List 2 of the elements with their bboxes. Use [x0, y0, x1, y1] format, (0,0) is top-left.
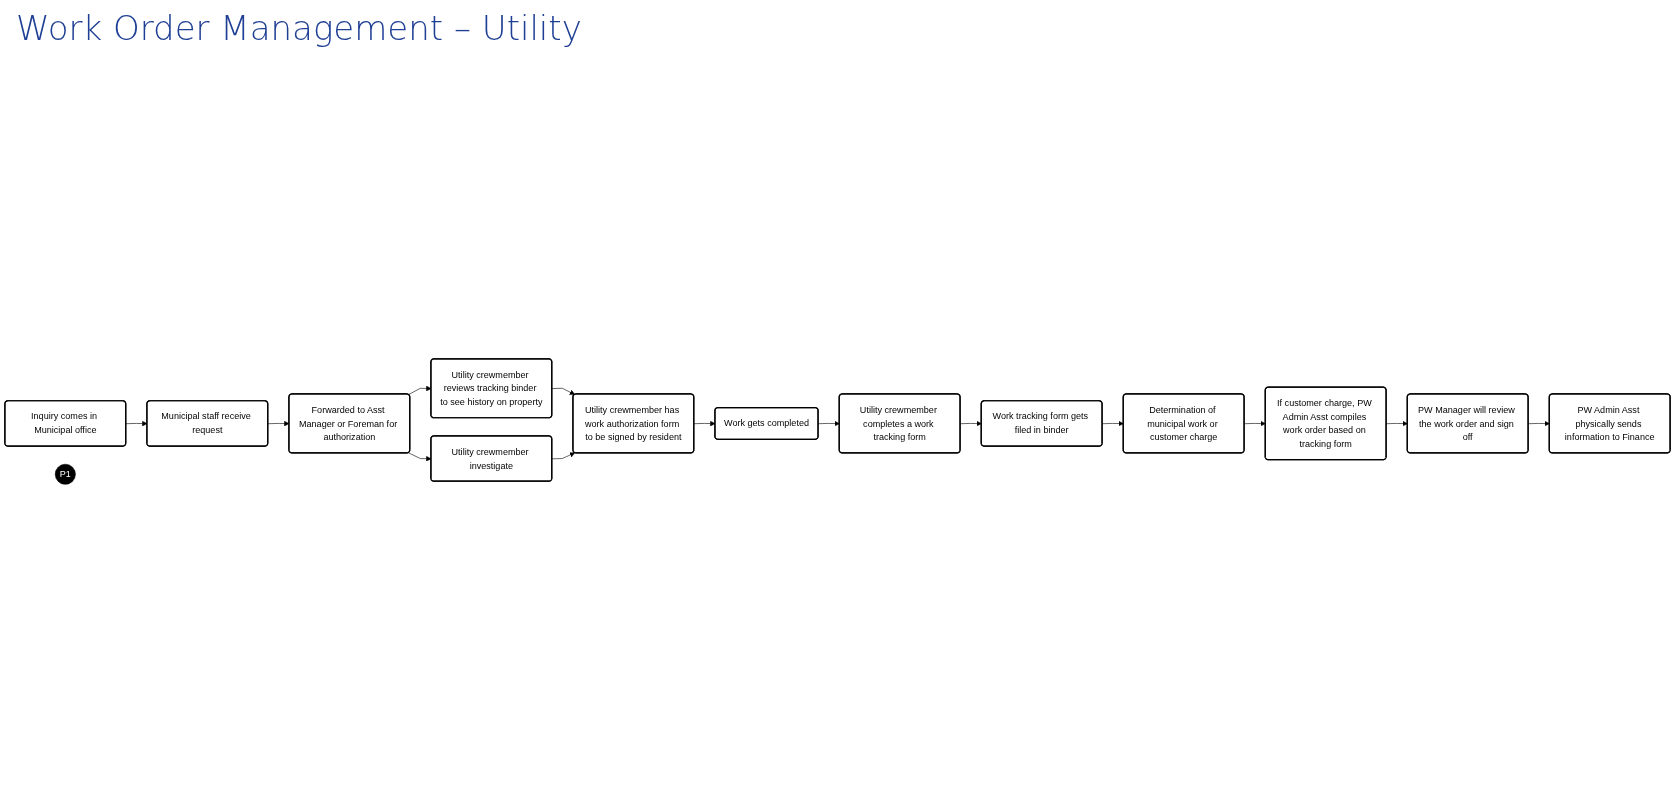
- diagram-title: Work Order Management – Utility: [16, 8, 582, 48]
- node-circle: P1: [54, 464, 76, 486]
